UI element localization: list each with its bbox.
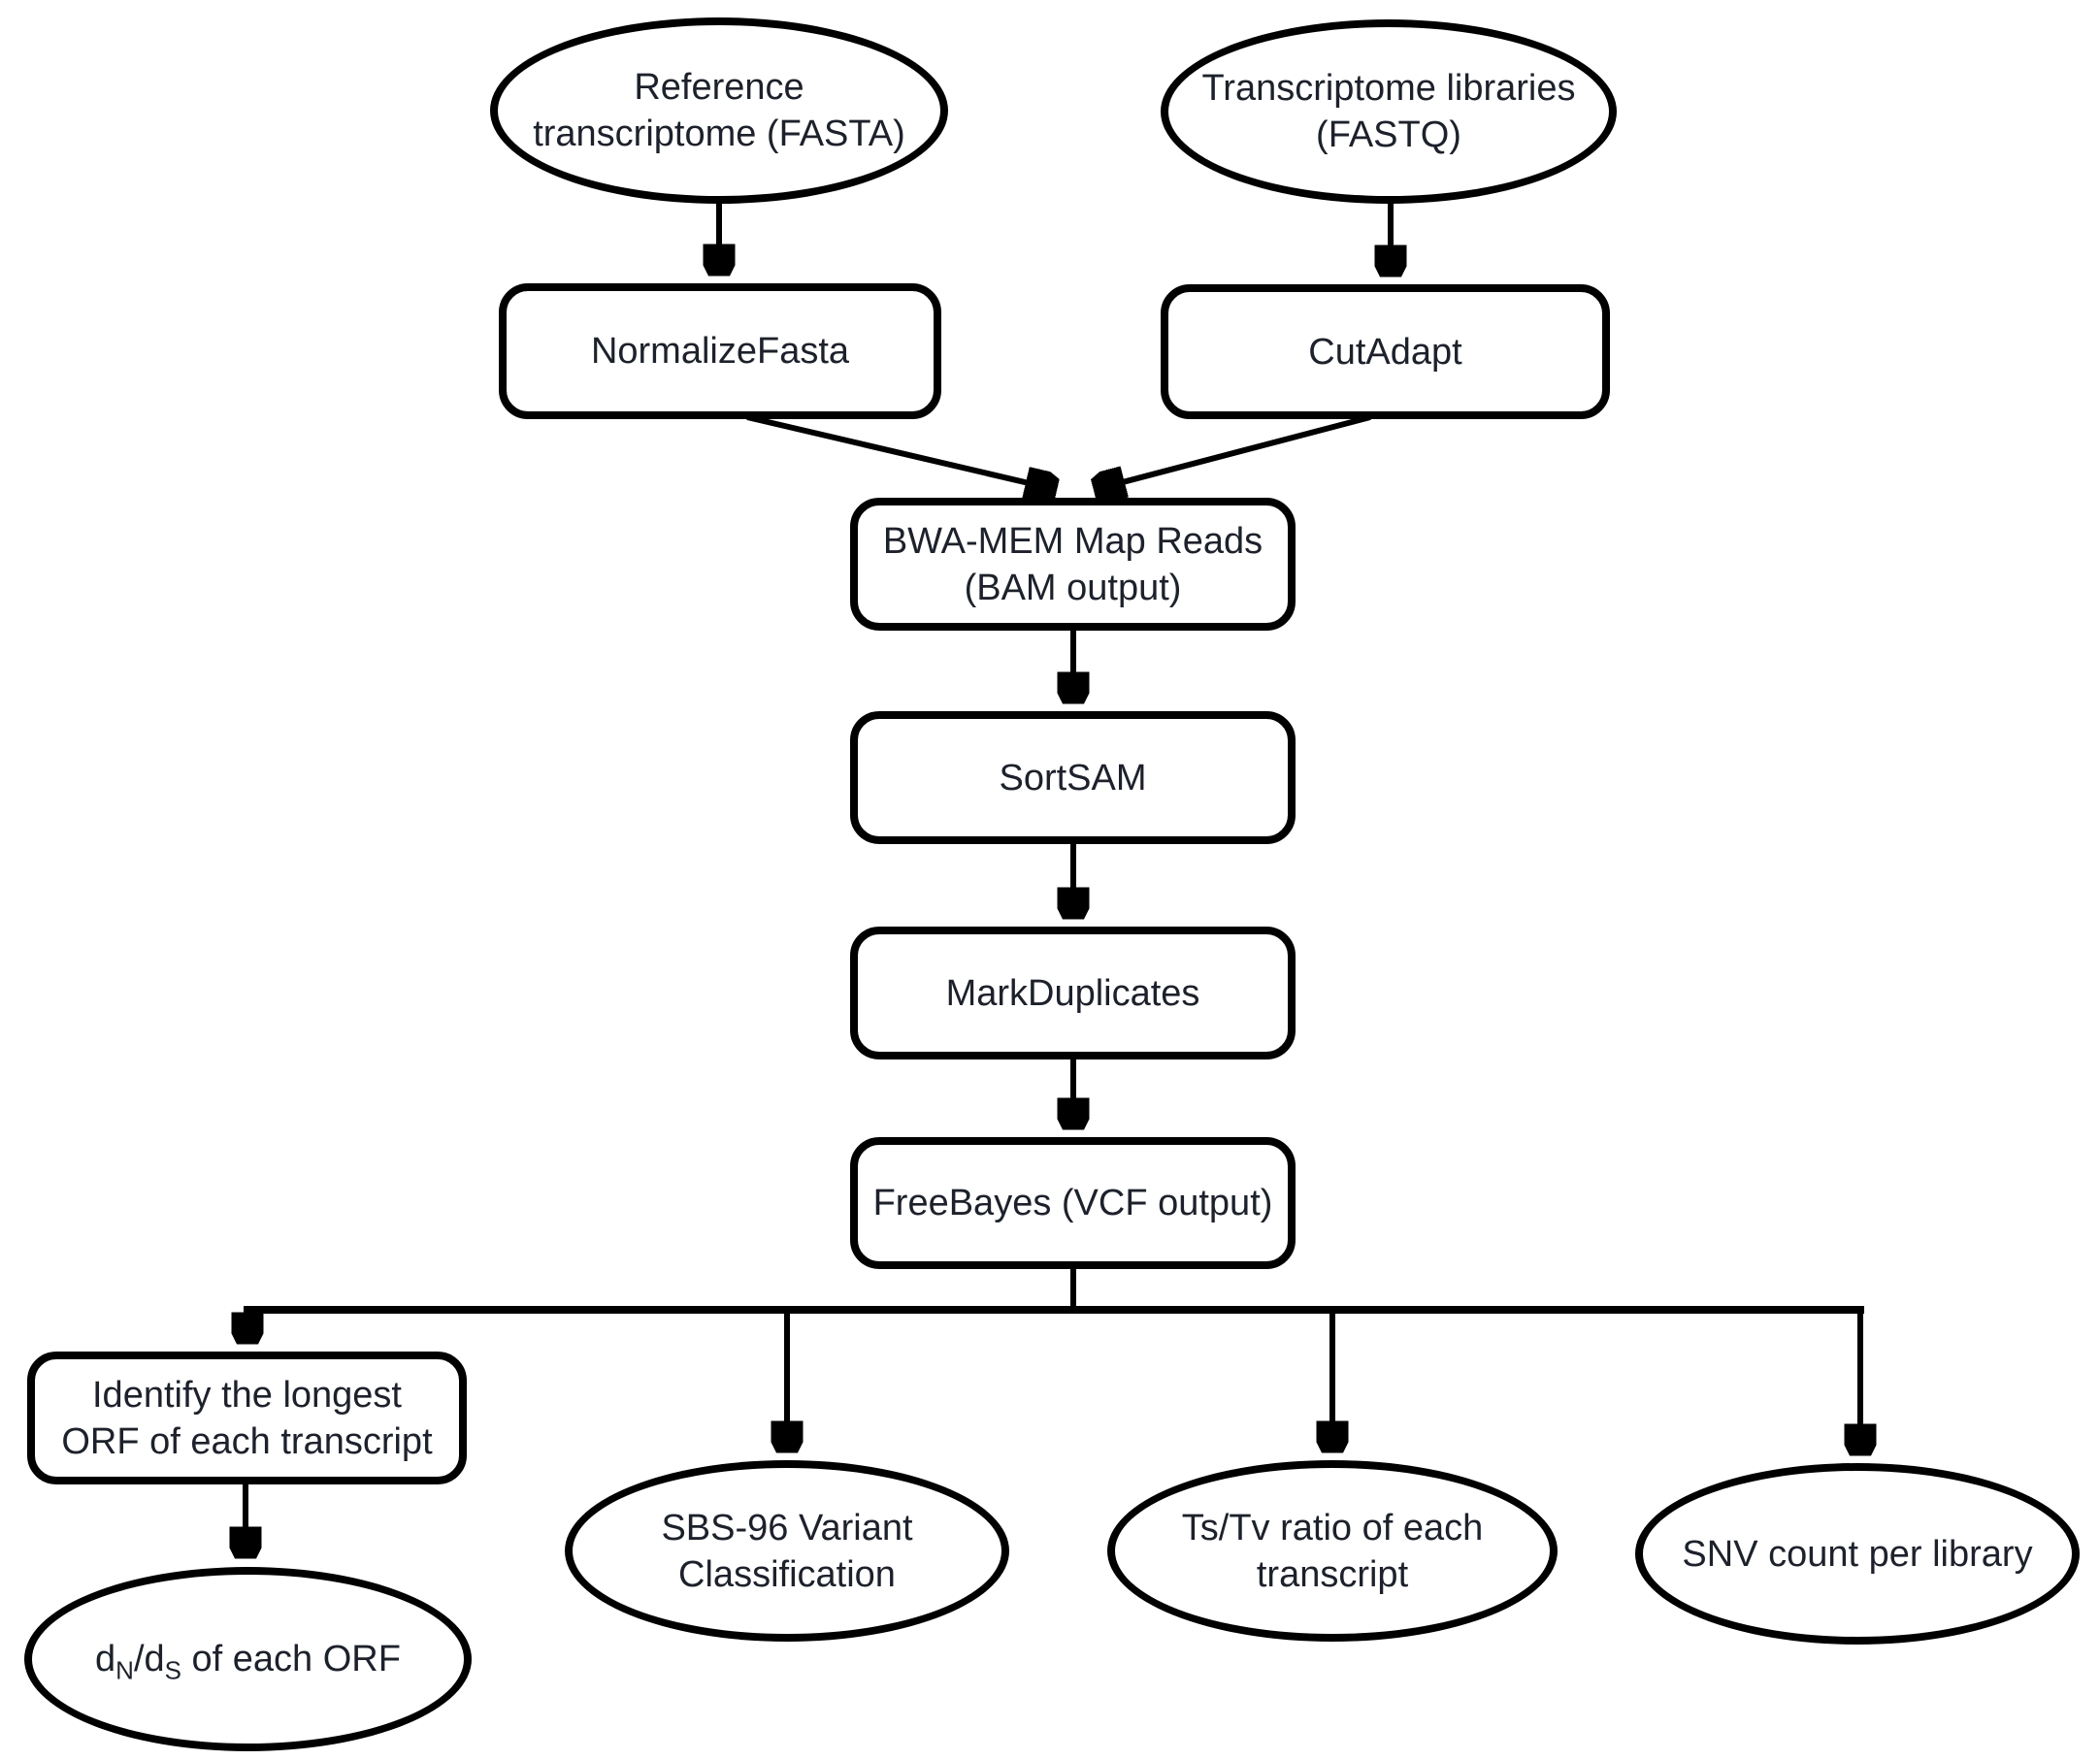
node-tstv-ratio-label: Ts/Tv ratio of each transcript bbox=[1181, 1507, 1484, 1595]
node-freebayes-label: FreeBayes (VCF output) bbox=[872, 1183, 1273, 1223]
edge-cutadapt-to-bwamem bbox=[1097, 414, 1371, 489]
node-reference-transcriptome-label: Reference transcriptome (FASTA) bbox=[533, 67, 905, 154]
node-reference-transcriptome: Reference transcriptome (FASTA) bbox=[490, 17, 948, 204]
edge-normalizefasta-to-bwamem bbox=[746, 414, 1054, 489]
node-identify-longest-orf-label: Identify the longest ORF of each transcr… bbox=[61, 1374, 433, 1462]
node-sbs96-variant-classification: SBS-96 Variant Classification bbox=[565, 1460, 1009, 1642]
node-sbs96-variant-classification-label: SBS-96 Variant Classification bbox=[661, 1507, 913, 1595]
node-normalizefasta-label: NormalizeFasta bbox=[590, 331, 850, 372]
node-dn-ds-of-each-orf: dN/dS of each ORF bbox=[24, 1567, 472, 1751]
node-normalizefasta: NormalizeFasta bbox=[499, 283, 941, 419]
node-sortsam: SortSAM bbox=[850, 711, 1296, 844]
node-bwa-mem-map-reads-label: BWA-MEM Map Reads (BAM output) bbox=[882, 520, 1263, 608]
node-snv-count-per-library-label: SNV count per library bbox=[1682, 1533, 2033, 1575]
node-markduplicates-label: MarkDuplicates bbox=[945, 972, 1200, 1014]
node-transcriptome-libraries-label: Transcriptome libraries (FASTQ) bbox=[1201, 68, 1576, 155]
node-bwa-mem-map-reads: BWA-MEM Map Reads (BAM output) bbox=[850, 498, 1296, 631]
node-cutadapt-label: CutAdapt bbox=[1308, 331, 1462, 373]
node-freebayes: FreeBayes (VCF output) bbox=[850, 1137, 1296, 1269]
node-snv-count-per-library: SNV count per library bbox=[1635, 1463, 2080, 1645]
node-markduplicates: MarkDuplicates bbox=[850, 927, 1296, 1059]
node-tstv-ratio: Ts/Tv ratio of each transcript bbox=[1107, 1460, 1558, 1642]
node-dn-ds-of-each-orf-label: dN/dS of each ORF bbox=[95, 1639, 401, 1685]
node-identify-longest-orf: Identify the longest ORF of each transcr… bbox=[27, 1352, 467, 1484]
node-cutadapt: CutAdapt bbox=[1161, 284, 1610, 419]
node-sortsam-label: SortSAM bbox=[999, 757, 1147, 799]
node-transcriptome-libraries: Transcriptome libraries (FASTQ) bbox=[1161, 19, 1617, 204]
